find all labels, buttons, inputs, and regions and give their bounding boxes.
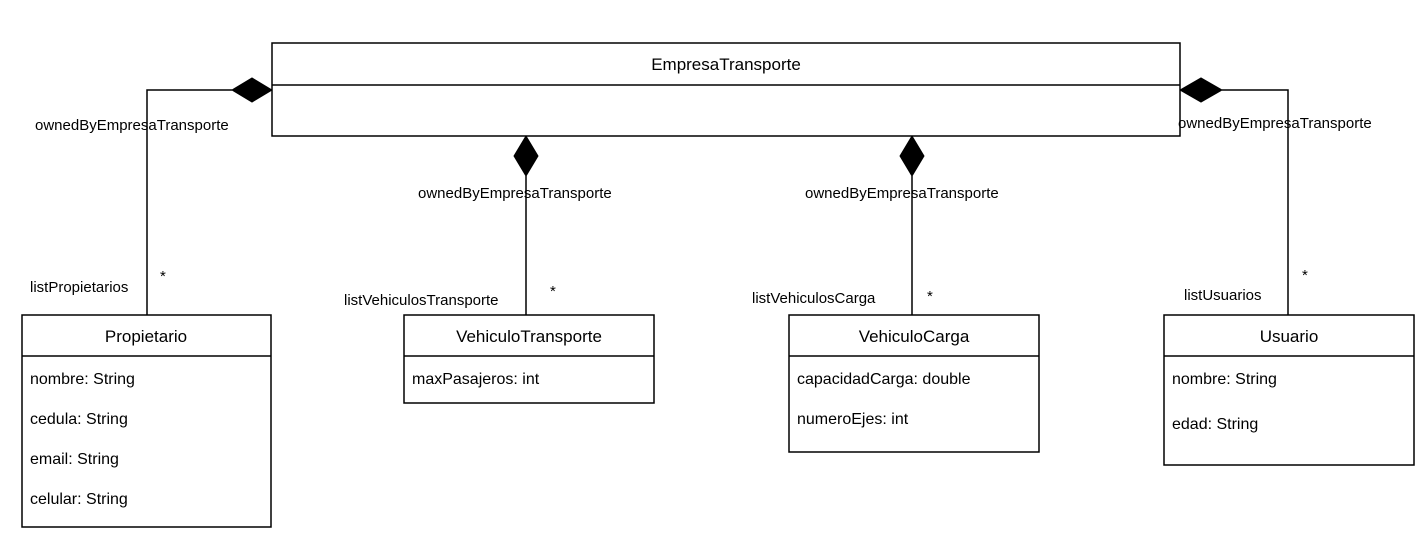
part-role-label-propietario: listPropietarios [30, 279, 128, 296]
composition-diamond-propietario [231, 77, 273, 103]
class-name: VehiculoTransporte [456, 327, 602, 346]
class-attribute: cedula: String [30, 411, 128, 428]
class-attribute: maxPasajeros: int [412, 371, 540, 388]
composition-diamond-vehiculo-carga [899, 135, 925, 177]
class-attribute: email: String [30, 451, 119, 468]
multiplicity-label-vehiculo-carga: * [927, 288, 933, 305]
class-attribute: capacidadCarga: double [797, 371, 971, 388]
class-box [788, 314, 1040, 453]
class-empresa-transporte[interactable]: EmpresaTransporte [271, 42, 1181, 137]
association-line-usuario [1222, 89, 1289, 315]
class-box [271, 42, 1181, 137]
owner-role-label-propietario: ownedByEmpresaTransporte [35, 117, 229, 134]
class-box [403, 314, 655, 404]
multiplicity-label-propietario: * [160, 268, 166, 285]
class-box [21, 314, 272, 528]
composition-diamond-usuario [1178, 77, 1224, 103]
owner-role-label-vehiculo-transporte: ownedByEmpresaTransporte [418, 185, 612, 202]
class-name: Propietario [105, 327, 187, 346]
class-vehiculo-transporte[interactable]: VehiculoTransporte maxPasajeros: int [403, 314, 655, 404]
part-role-label-vehiculo-transporte: listVehiculosTransporte [344, 292, 499, 309]
part-role-label-vehiculo-carga: listVehiculosCarga [752, 290, 876, 307]
class-name: Usuario [1260, 327, 1319, 346]
multiplicity-label-usuario: * [1302, 267, 1308, 284]
class-name: EmpresaTransporte [651, 55, 801, 74]
class-propietario[interactable]: Propietario nombre: String cedula: Strin… [21, 314, 272, 528]
class-name: VehiculoCarga [859, 327, 970, 346]
class-attribute: numeroEjes: int [797, 411, 909, 428]
class-box [1163, 314, 1415, 466]
part-role-label-usuario: listUsuarios [1184, 287, 1262, 304]
class-usuario[interactable]: Usuario nombre: String edad: String [1163, 314, 1415, 466]
association-line-propietario [146, 89, 232, 315]
class-attribute: nombre: String [1172, 371, 1277, 388]
owner-role-label-usuario: ownedByEmpresaTransporte [1178, 115, 1372, 132]
class-attribute: celular: String [30, 491, 128, 508]
owner-role-label-vehiculo-carga: ownedByEmpresaTransporte [805, 185, 999, 202]
class-attribute: edad: String [1172, 416, 1258, 433]
class-attribute: nombre: String [30, 371, 135, 388]
composition-diamond-vehiculo-transporte [513, 135, 539, 177]
class-vehiculo-carga[interactable]: VehiculoCarga capacidadCarga: double num… [788, 314, 1040, 453]
multiplicity-label-vehiculo-transporte: * [550, 283, 556, 300]
